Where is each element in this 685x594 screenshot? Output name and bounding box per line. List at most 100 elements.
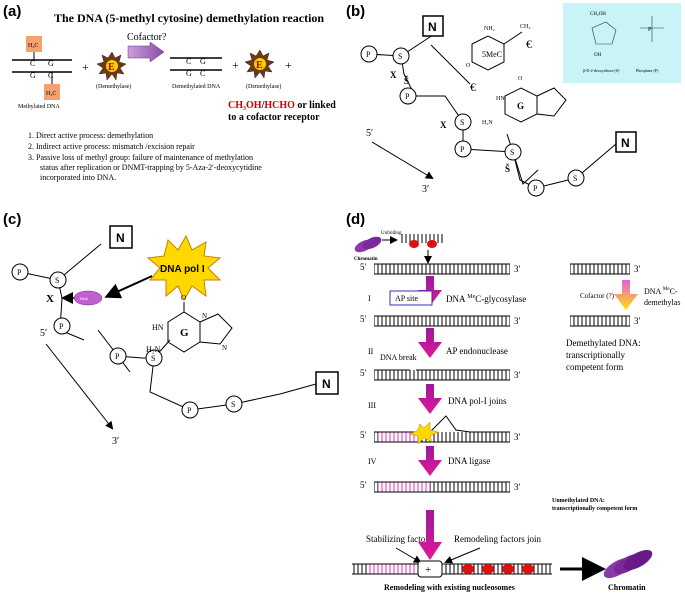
product-hcho: HCHO (264, 100, 295, 111)
unfolded-dna (400, 234, 444, 243)
nick-label: Nick (80, 296, 88, 301)
pol-small-star (409, 421, 439, 445)
nucleosomes-top (409, 240, 437, 248)
nucleosomes-final (462, 564, 534, 574)
mec-ring (471, 35, 505, 71)
remodeling-label: Remodeling factors join (454, 534, 541, 544)
methylated-dna-label: Methylated DNA (18, 104, 60, 110)
sugar-b-3-label: S (510, 148, 514, 157)
sugar-c-3-label: S (231, 400, 235, 409)
sugar-c-1 (49, 271, 67, 289)
step-3-label: III (368, 401, 376, 410)
step-4-label: IV (368, 457, 377, 466)
arrow-step-4 (418, 446, 442, 476)
phosphate-b-2-label: P (405, 92, 410, 101)
base-c-2: C (48, 71, 53, 80)
demethylated-d-3: competent form (566, 362, 623, 372)
panel-c-label: (c) (3, 211, 21, 228)
n-box-c-bottom (315, 371, 339, 395)
chromatin-bottom-label: Chromatin (608, 583, 646, 592)
dna-row-5-new (378, 482, 430, 492)
row5-5prime: 5′ (360, 480, 367, 490)
enzyme-letter-1: E (108, 62, 115, 73)
sugar-b-2 (454, 113, 472, 131)
arrow-step-3 (418, 384, 442, 414)
phosphate-b-1 (360, 45, 378, 63)
ap-endo-label: AP endonuclease (446, 346, 508, 356)
dna-final-new (368, 564, 416, 574)
arrow-demethylase (614, 280, 638, 310)
mec-label: 5MeC (482, 50, 502, 59)
mec-nh2: NH₂ (484, 26, 495, 32)
g-c-hn: HN (152, 323, 164, 332)
panel-d: (d) Chromatin Unfolding 5′ 3′ 3′ I AP si… (346, 211, 680, 592)
methyl-label-bottom: H₃C (46, 91, 56, 97)
sugar-c-3 (225, 395, 243, 413)
unmeth-d-1: Unmethylated DNA: (552, 498, 605, 504)
n-box-bottom (615, 131, 637, 153)
dna-pol-label: DNA pol I (160, 264, 205, 275)
product-ch3oh: CH₃OH (228, 100, 262, 111)
step-2-label: II (368, 347, 374, 356)
row1-5prime: 5′ (360, 262, 367, 272)
panel-a-title: The DNA (5-methyl cytosine) demethylatio… (54, 11, 324, 25)
arrow-step-2 (418, 328, 442, 358)
demethylase-label-1: (Demethylase) (96, 83, 131, 90)
row2-3prime: 3′ (514, 316, 521, 326)
cofactor-d-label: Cofactor (?) (580, 292, 615, 300)
plus-2: + (232, 58, 239, 72)
mec-epsilon: € (526, 37, 532, 51)
list-item-3-end: incorporated into DNA. (40, 173, 116, 182)
base-g-1: G (48, 59, 54, 68)
g-label: G (517, 101, 524, 111)
base-c-4: C (200, 69, 205, 78)
g-c-o: O (181, 294, 186, 302)
flap (429, 415, 510, 433)
enzyme-letter-2: E (256, 60, 263, 71)
ap-site-label: AP site (395, 294, 418, 303)
phosphate-b-3 (454, 140, 472, 158)
n-top-letter: N (428, 20, 437, 34)
phosphate-c-1-label: P (17, 268, 22, 277)
n-c-top-letter: N (116, 231, 125, 245)
panel-d-label: (d) (346, 211, 365, 228)
panel-c: (c) N P S X P P S P S N DNA pol I Nick (3, 211, 339, 447)
dna-row-1 (374, 264, 510, 274)
demethylated-d-1: Demethylated DNA: (566, 338, 641, 348)
panel-a: (a) The DNA (5-methyl cytosine) demethyl… (3, 3, 336, 182)
n-bottom-letter: N (621, 136, 630, 150)
phosphate-b-1-label: P (366, 50, 371, 59)
dna-right-1 (570, 264, 630, 274)
panel-a-label: (a) (3, 3, 21, 20)
pol-joins-label: DNA pol-I joins (448, 396, 507, 406)
sugar-b-3 (504, 143, 522, 161)
sugar-c-1-label: S (55, 276, 59, 285)
dna-row-2 (374, 316, 510, 326)
right-3prime-2: 3′ (634, 316, 641, 326)
phosphate-b-3-label: P (460, 145, 465, 154)
chromatin-icon-top (354, 236, 382, 253)
dna-right-2 (570, 316, 630, 326)
phosphate-c-3 (109, 347, 127, 365)
arrow-step-5 (418, 510, 442, 560)
phosphate-b-4-label: P (533, 184, 538, 193)
phosphate-b-2 (399, 87, 417, 105)
demethylase-d-label: DNA MeC- (644, 287, 678, 296)
prime-5-b: 5′ (366, 128, 373, 139)
cut-x-c: X (46, 293, 54, 305)
inset-p-atom: P (648, 27, 652, 33)
g-ring-c-5 (199, 313, 233, 345)
g-hn: HN (496, 96, 505, 102)
list-item-3-cont: status after replication or DNMT-trappin… (40, 163, 262, 172)
panel-b: (b) CH₂OH OH P β-D-2-deoxyribose (S) Pho… (346, 3, 681, 197)
ligase-label: DNA ligase (448, 456, 490, 466)
product-sep: / (261, 100, 265, 111)
product-line-2: to a cofactor receptor (228, 112, 320, 123)
plus-1: + (82, 60, 89, 74)
unmeth-d-2: transcriptionally competent form (552, 506, 637, 512)
row2-5prime: 5′ (360, 314, 367, 324)
row5-3prime: 3′ (514, 482, 521, 492)
dna-row-4-new (378, 432, 418, 442)
base-c-1: C (30, 59, 35, 68)
